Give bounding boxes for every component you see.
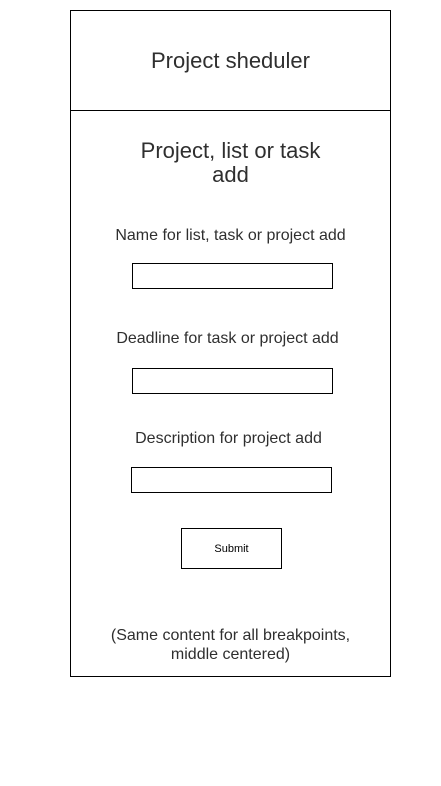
description-input[interactable] xyxy=(131,467,332,493)
deadline-input[interactable] xyxy=(132,368,333,394)
submit-button[interactable]: Submit xyxy=(181,528,282,569)
header: Project sheduler xyxy=(71,11,390,111)
wireframe-frame: Project sheduler Project, list or task a… xyxy=(70,10,391,677)
form-title: Project, list or task add xyxy=(140,138,321,187)
deadline-label: Deadline for task or project add xyxy=(116,330,339,347)
name-label: Name for list, task or project add xyxy=(115,227,346,244)
breakpoint-note: (Same content for all breakpoints, middl… xyxy=(110,627,351,663)
app-title: Project sheduler xyxy=(151,47,310,73)
description-label: Description for project add xyxy=(135,430,322,447)
name-input[interactable] xyxy=(132,263,333,289)
